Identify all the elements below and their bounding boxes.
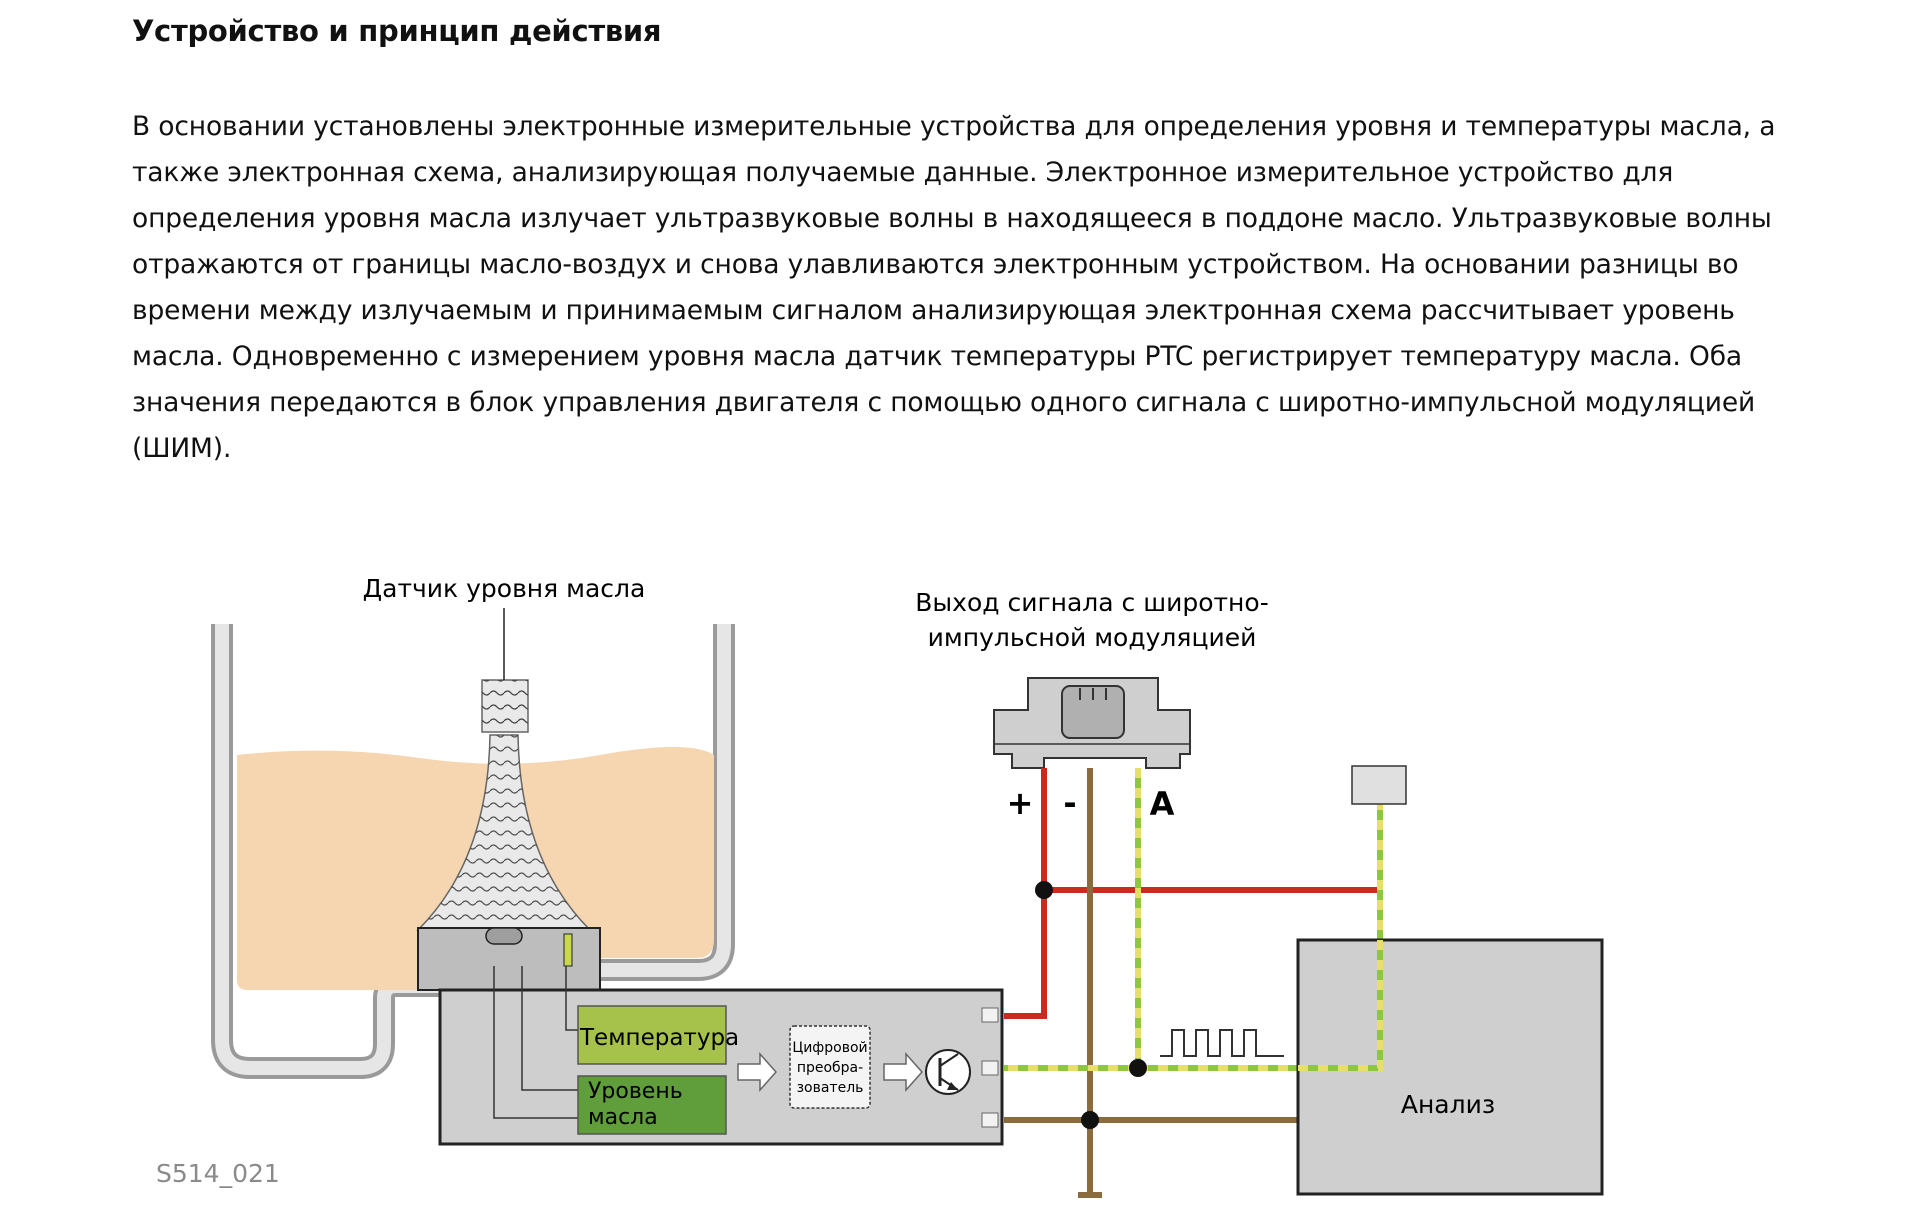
transistor-icon	[925, 1049, 971, 1095]
digital-converter-chip: Цифровой преобра- зователь	[789, 1025, 871, 1109]
temperature-box	[577, 1005, 727, 1065]
section-heading: Устройство и принцип действия	[132, 14, 662, 48]
pwm-signal-icon	[1160, 1029, 1284, 1057]
output-label-2: импульсной модуляцией	[928, 623, 1257, 652]
oil-level-box	[577, 1075, 727, 1135]
arrow-icon	[883, 1052, 924, 1092]
pin-a-label: A	[1150, 785, 1175, 823]
pwm-connector	[993, 677, 1191, 769]
analysis-label: Анализ	[1401, 1090, 1495, 1119]
sensor-base	[417, 927, 601, 991]
oil-level-label-1: Уровень	[588, 1079, 683, 1104]
analysis-block: Анализ	[1296, 938, 1604, 1196]
output-label-1: Выход сигнала с широтно-	[915, 588, 1268, 617]
figure-code: S514_021	[156, 1159, 280, 1188]
temperature-label: Температура	[579, 1025, 739, 1051]
ultrasonic-waves	[416, 608, 592, 931]
oil-level-label-2: масла	[588, 1105, 658, 1130]
body-paragraph: В основании установлены электронные изме…	[132, 111, 1776, 464]
converter-label-1: Цифровой	[792, 1040, 867, 1056]
arrow-icon	[737, 1052, 778, 1092]
pin-plus-label: +	[1007, 784, 1034, 822]
pin-minus-label: -	[1063, 784, 1076, 822]
sensor-label: Датчик уровня масла	[363, 574, 646, 603]
converter-label-2: преобра-	[797, 1060, 863, 1076]
converter-label-3: зователь	[797, 1080, 864, 1096]
